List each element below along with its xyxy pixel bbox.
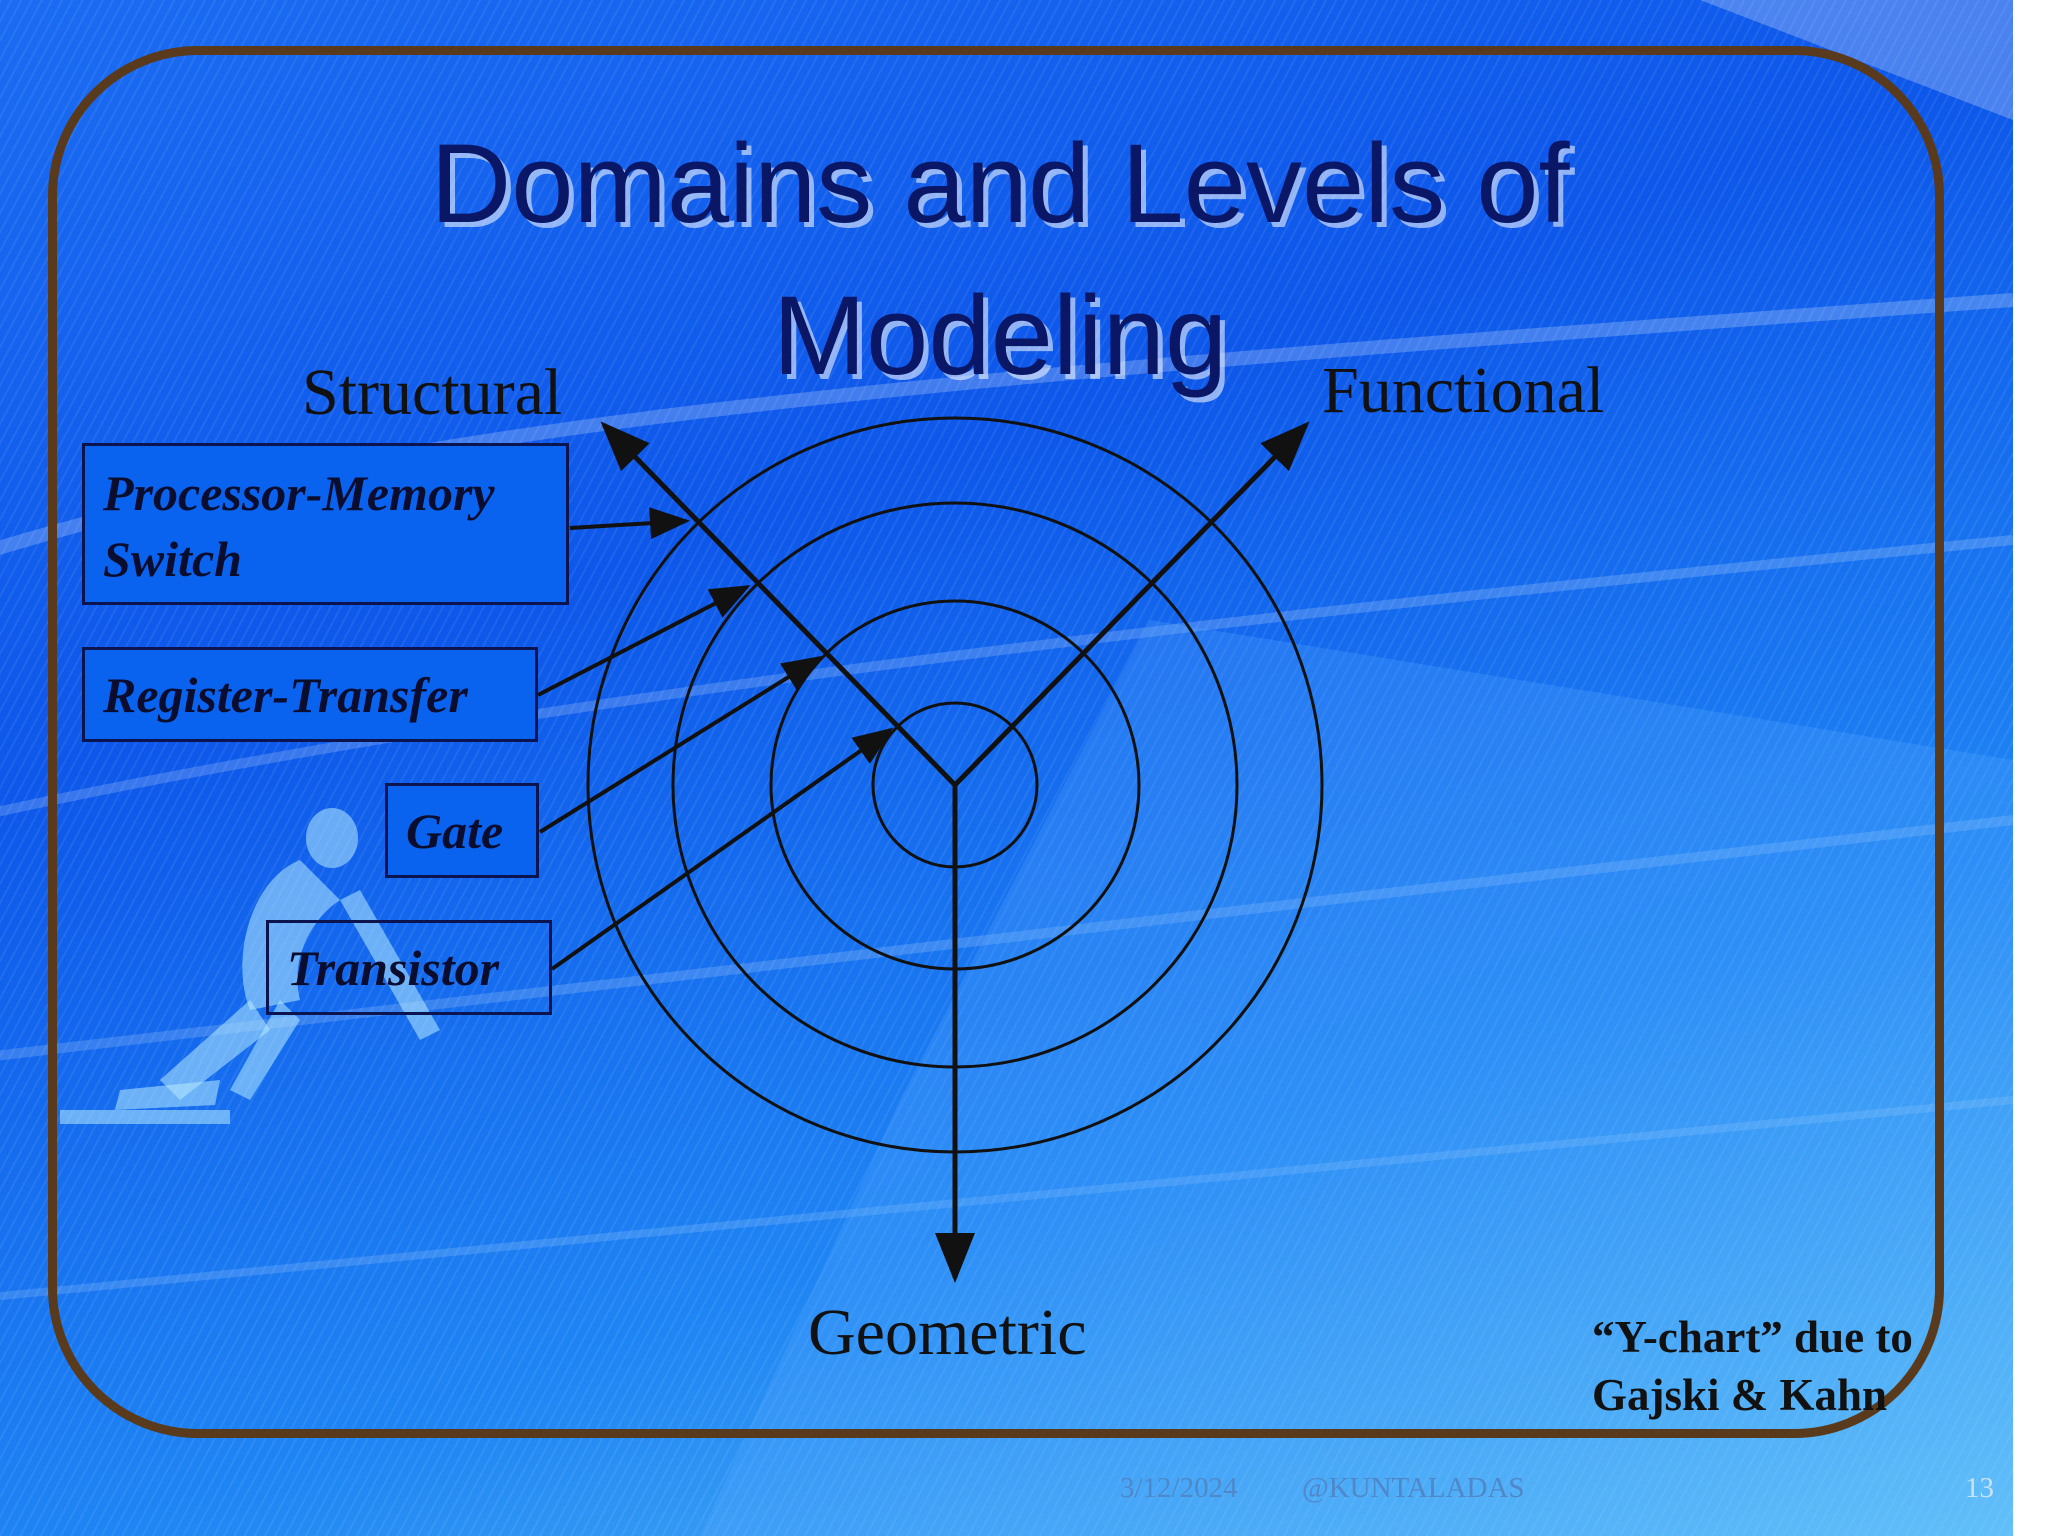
structural-axis-arrow [600,421,957,787]
pointer-processor-memory-switch [569,507,690,540]
pointer-transistor [550,727,894,971]
axis-label-functional: Functional [1322,354,1605,427]
runner-silhouette-illustration [60,808,440,1124]
functional-axis-arrow [953,421,1310,787]
track-curve-4 [0,1096,2013,1301]
pointer-register-transfer [537,585,751,697]
level-label-line: Gate [406,803,504,859]
track-curve-2 [0,535,2013,817]
credit-line: “Y-chart” due to [1592,1312,1913,1362]
slide-frame [48,46,1944,1438]
level-box-register-transfer: Register-Transfer [82,647,538,742]
level-box-transistor: Transistor [266,920,552,1015]
level-label-line: Register-Transfer [103,667,468,723]
axis-label-structural: Structural [302,356,563,429]
slide-title-line-1: Domains and Levels of [430,121,1570,246]
credit-line: Gajski & Kahn [1592,1370,1888,1420]
level-box-gate: Gate [385,783,539,878]
footer-author: @KUNTALADAS [1302,1472,1525,1504]
axis-label-geometric: Geometric [808,1296,1087,1369]
footer-date: 3/12/2024 [1120,1472,1238,1504]
light-panel [700,620,2013,1536]
level-label-line: Transistor [287,940,500,996]
level-label-line: Processor-Memory [103,465,495,521]
slide-title-line-2: Modeling [772,273,1228,398]
y-chart-credit: “Y-chart” due to Gajski & Kahn [1592,1308,1913,1424]
level-label-line: Switch [103,531,242,587]
level-box-processor-memory-switch: Processor-Memory Switch [82,443,569,605]
pointer-gate [538,655,823,834]
footer-page-number: 13 [1965,1472,1994,1504]
